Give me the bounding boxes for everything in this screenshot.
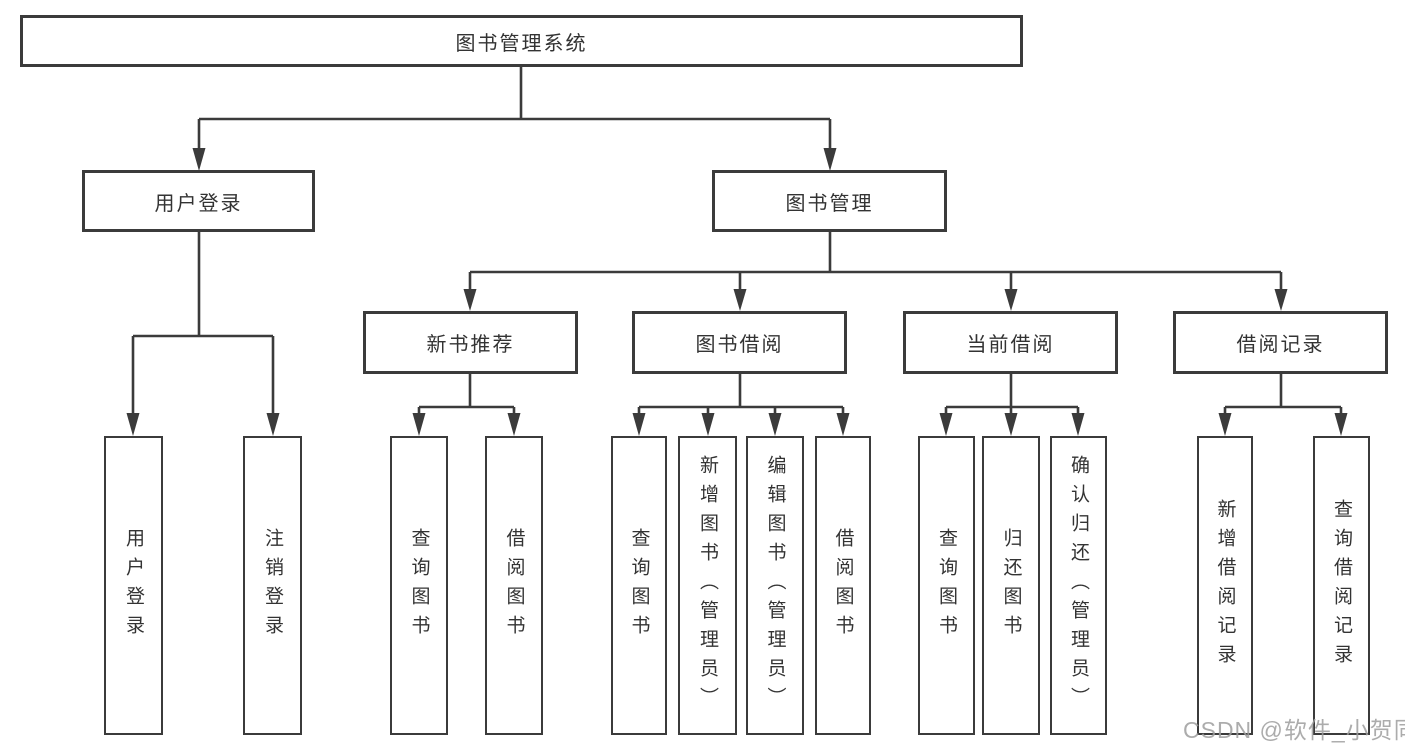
arrowhead — [632, 413, 646, 436]
node-borrow-records-label: 借阅记录 — [1236, 334, 1325, 356]
leaf-current-confirm-return-admin-label: 确认归还（管理员） — [1068, 455, 1089, 716]
node-root: 图书管理系统 — [20, 15, 1023, 67]
leaf-current-query-book: 查询图书 — [918, 436, 975, 735]
leaf-borrow-edit-book-admin: 编辑图书（管理员） — [746, 436, 804, 735]
arrowhead — [701, 413, 715, 436]
arrowhead — [507, 413, 521, 436]
node-current-borrow: 当前借阅 — [903, 311, 1118, 374]
node-new-book-recommend-label: 新书推荐 — [426, 334, 515, 356]
node-book-management: 图书管理 — [712, 170, 947, 232]
arrowhead — [733, 289, 747, 311]
arrowhead — [412, 413, 426, 436]
leaf-borrow-edit-book-admin-label: 编辑图书（管理员） — [764, 455, 786, 716]
arrowhead — [1334, 413, 1348, 436]
leaf-logout-login-label: 注销登录 — [262, 527, 283, 644]
connector-lines — [131, 67, 1343, 415]
leaf-borrow-add-book-admin: 新增图书（管理员） — [678, 436, 737, 735]
arrowhead — [266, 413, 280, 436]
leaf-user-login-label: 用户登录 — [123, 527, 144, 644]
leaf-records-add-record: 新增借阅记录 — [1197, 436, 1253, 735]
leaf-borrow-borrow-book-label: 借阅图书 — [832, 527, 854, 644]
arrowheads — [126, 148, 1348, 436]
arrowhead — [1004, 289, 1018, 311]
arrowhead — [126, 413, 140, 436]
leaf-recommend-borrow-book: 借阅图书 — [485, 436, 543, 735]
node-book-management-label: 图书管理 — [785, 192, 874, 215]
arrowhead — [1071, 413, 1085, 436]
node-book-borrow: 图书借阅 — [632, 311, 847, 374]
node-current-borrow-label: 当前借阅 — [966, 334, 1055, 356]
leaf-recommend-query-book: 查询图书 — [390, 436, 448, 735]
leaf-user-login: 用户登录 — [104, 436, 163, 735]
leaf-recommend-query-book-label: 查询图书 — [408, 527, 430, 644]
node-new-book-recommend: 新书推荐 — [363, 311, 578, 374]
arrowhead — [192, 148, 206, 171]
arrowhead — [836, 413, 850, 436]
node-borrow-records: 借阅记录 — [1173, 311, 1388, 374]
arrowhead — [823, 148, 837, 171]
leaf-records-query-record: 查询借阅记录 — [1313, 436, 1370, 735]
leaf-borrow-query-book: 查询图书 — [611, 436, 667, 735]
leaf-current-confirm-return-admin: 确认归还（管理员） — [1050, 436, 1107, 735]
arrowhead — [1274, 289, 1288, 311]
leaf-borrow-add-book-admin-label: 新增图书（管理员） — [697, 455, 718, 716]
arrowhead — [1218, 413, 1232, 436]
leaf-logout-login: 注销登录 — [243, 436, 302, 735]
arrowhead — [768, 413, 782, 436]
node-root-label: 图书管理系统 — [455, 32, 588, 55]
leaf-current-query-book-label: 查询图书 — [936, 527, 957, 644]
leaf-recommend-borrow-book-label: 借阅图书 — [503, 527, 525, 644]
leaf-borrow-borrow-book: 借阅图书 — [815, 436, 871, 735]
arrowhead — [1004, 413, 1018, 436]
arrowhead — [939, 413, 953, 436]
watermark: CSDN @软件_小贺同学 — [1183, 717, 1405, 743]
leaf-borrow-query-book-label: 查询图书 — [628, 527, 650, 644]
node-user-login-label: 用户登录 — [154, 192, 243, 215]
leaf-current-return-book: 归还图书 — [982, 436, 1040, 735]
leaf-records-add-record-label: 新增借阅记录 — [1214, 498, 1236, 673]
leaf-records-query-record-label: 查询借阅记录 — [1331, 498, 1352, 673]
leaf-current-return-book-label: 归还图书 — [1000, 527, 1022, 644]
node-user-login: 用户登录 — [82, 170, 315, 232]
node-book-borrow-label: 图书借阅 — [695, 334, 784, 356]
arrowhead — [463, 289, 477, 311]
